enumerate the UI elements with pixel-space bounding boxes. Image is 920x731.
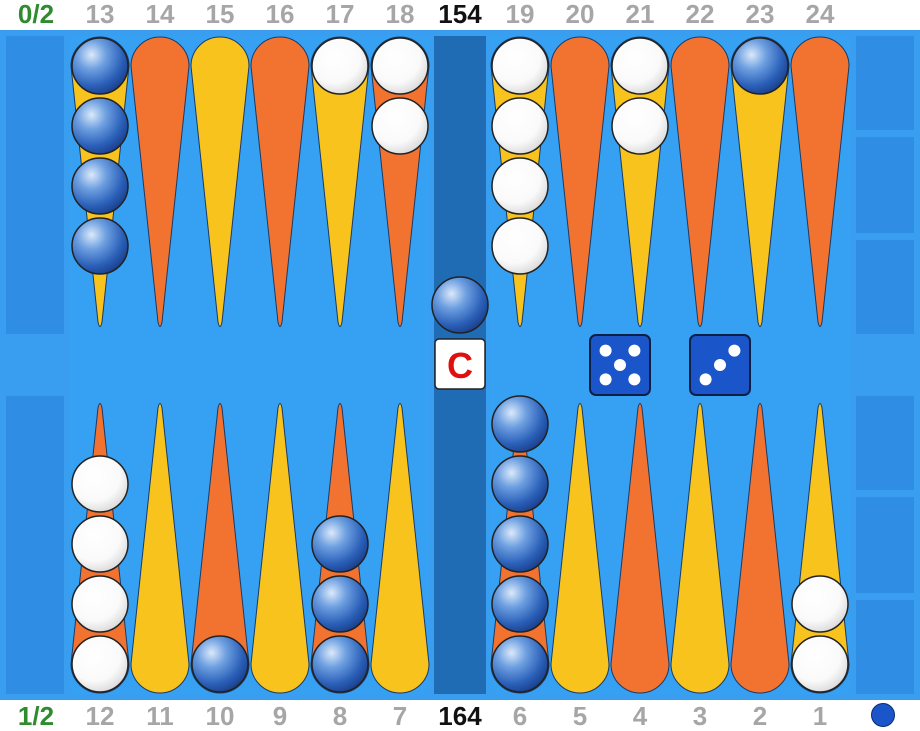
point-label-9: 9: [272, 701, 288, 731]
doubling-cube[interactable]: C: [434, 338, 486, 390]
point-7[interactable]: [370, 403, 430, 694]
point-label-13: 13: [85, 0, 115, 29]
die-2[interactable]: [689, 334, 751, 396]
white-checker[interactable]: [791, 575, 849, 633]
point-label-1: 1: [812, 701, 828, 731]
point-5[interactable]: [550, 403, 610, 694]
white-checker[interactable]: [491, 157, 549, 215]
blue-checker[interactable]: [71, 97, 129, 155]
point-20[interactable]: [550, 36, 610, 327]
turn-indicator-icon: [871, 703, 895, 727]
white-checker[interactable]: [71, 575, 129, 633]
point-label-3: 3: [692, 701, 708, 731]
blue-checker[interactable]: [731, 37, 789, 95]
point-16[interactable]: [250, 36, 310, 327]
point-15[interactable]: [190, 36, 250, 327]
right-tray-slot[interactable]: [856, 36, 914, 130]
right-tray-slot[interactable]: [856, 137, 914, 233]
die-pip: [599, 344, 612, 357]
top-score: 0/2: [17, 0, 55, 29]
white-checker[interactable]: [611, 97, 669, 155]
point-label-12: 12: [85, 701, 115, 731]
bottom-pip-count: 164: [438, 701, 482, 731]
blue-checker-on-bar[interactable]: [431, 276, 489, 334]
white-checker[interactable]: [491, 97, 549, 155]
right-tray-slot[interactable]: [856, 396, 914, 490]
right-tray-slot[interactable]: [856, 600, 914, 694]
die-pip: [699, 373, 712, 386]
left-tray-bottom: [6, 396, 64, 694]
blue-checker[interactable]: [311, 575, 369, 633]
point-label-16: 16: [265, 0, 295, 29]
top-pip-count: 154: [438, 0, 482, 29]
point-label-17: 17: [325, 0, 355, 29]
point-22[interactable]: [670, 36, 730, 327]
white-checker[interactable]: [611, 37, 669, 95]
left-tray-top: [6, 36, 64, 334]
left-board-field: [70, 36, 430, 694]
white-checker[interactable]: [491, 217, 549, 275]
die-pip: [614, 359, 626, 371]
point-label-2: 2: [752, 701, 768, 731]
white-checker[interactable]: [371, 37, 429, 95]
point-label-5: 5: [572, 701, 588, 731]
point-23[interactable]: [730, 36, 790, 327]
die-pip: [599, 373, 612, 386]
point-label-19: 19: [505, 0, 535, 29]
point-9[interactable]: [250, 403, 310, 694]
point-label-23: 23: [745, 0, 775, 29]
blue-checker[interactable]: [311, 515, 369, 573]
point-3[interactable]: [670, 403, 730, 694]
point-label-4: 4: [632, 701, 648, 731]
white-checker[interactable]: [491, 37, 549, 95]
blue-checker[interactable]: [71, 37, 129, 95]
point-2[interactable]: [730, 403, 790, 694]
point-10[interactable]: [190, 403, 250, 694]
die-1[interactable]: [589, 334, 651, 396]
blue-checker[interactable]: [491, 635, 549, 693]
white-checker[interactable]: [371, 97, 429, 155]
blue-checker[interactable]: [71, 157, 129, 215]
die-pip: [728, 344, 741, 357]
point-17[interactable]: [310, 36, 370, 327]
white-checker[interactable]: [71, 515, 129, 573]
right-tray-slot[interactable]: [856, 497, 914, 593]
die-pip: [628, 344, 641, 357]
point-label-15: 15: [205, 0, 235, 29]
blue-checker[interactable]: [491, 395, 549, 453]
point-label-11: 11: [146, 701, 174, 731]
white-checker[interactable]: [791, 635, 849, 693]
point-14[interactable]: [130, 36, 190, 327]
blue-checker[interactable]: [71, 217, 129, 275]
point-label-20: 20: [565, 0, 595, 29]
point-11[interactable]: [130, 403, 190, 694]
point-label-10: 10: [205, 701, 235, 731]
blue-checker[interactable]: [491, 575, 549, 633]
blue-checker[interactable]: [311, 635, 369, 693]
point-4[interactable]: [610, 403, 670, 694]
bottom-score: 1/2: [17, 701, 55, 731]
white-checker[interactable]: [71, 635, 129, 693]
point-label-7: 7: [392, 701, 408, 731]
cube-label: C: [447, 345, 473, 386]
point-label-21: 21: [625, 0, 655, 29]
die-pip: [714, 359, 726, 371]
right-board-field: [490, 36, 850, 694]
blue-checker[interactable]: [191, 635, 249, 693]
right-tray-slot[interactable]: [856, 240, 914, 334]
point-label-22: 22: [685, 0, 715, 29]
point-label-24: 24: [805, 0, 835, 29]
point-24[interactable]: [790, 36, 850, 327]
blue-checker[interactable]: [491, 455, 549, 513]
die-pip: [628, 373, 641, 386]
white-checker[interactable]: [311, 37, 369, 95]
blue-checker[interactable]: [491, 515, 549, 573]
point-label-18: 18: [385, 0, 415, 29]
point-label-6: 6: [512, 701, 528, 731]
point-label-14: 14: [145, 0, 175, 29]
white-checker[interactable]: [71, 455, 129, 513]
point-label-8: 8: [332, 701, 348, 731]
